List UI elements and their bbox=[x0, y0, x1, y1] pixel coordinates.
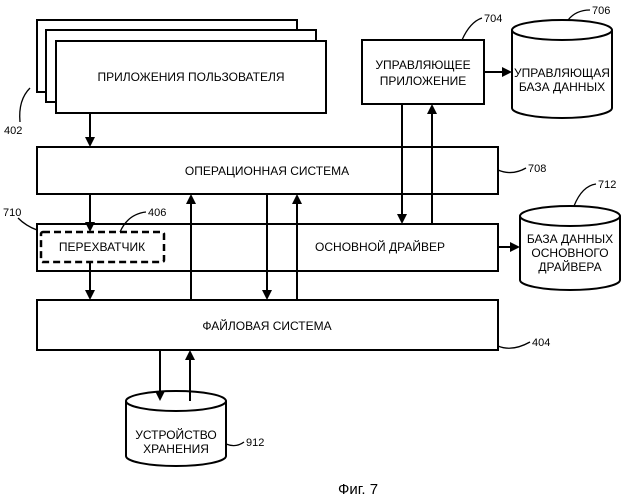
ref-402-leader bbox=[20, 88, 30, 122]
ref-912-leader bbox=[226, 442, 244, 446]
driver-db-cylinder: БАЗА ДАННЫХ ОСНОВНОГО ДРАЙВЕРА bbox=[520, 206, 620, 290]
ref-406: 406 bbox=[148, 207, 166, 219]
ref-402: 402 bbox=[4, 125, 22, 137]
user-apps-label: ПРИЛОЖЕНИЯ ПОЛЬЗОВАТЕЛЯ bbox=[97, 70, 284, 84]
storage-label-line2: ХРАНЕНИЯ bbox=[143, 442, 209, 456]
driver-db-label-line1: БАЗА ДАННЫХ bbox=[527, 232, 613, 246]
figure-caption: Фиг. 7 bbox=[338, 481, 378, 498]
user-apps-stack: ПРИЛОЖЕНИЯ ПОЛЬЗОВАТЕЛЯ bbox=[37, 20, 326, 113]
ref-404-leader bbox=[498, 342, 530, 348]
ref-708-leader bbox=[498, 168, 526, 173]
managing-db-cylinder: УПРАВЛЯЮЩАЯ БАЗА ДАННЫХ bbox=[512, 20, 612, 118]
file-system-label: ФАЙЛОВАЯ СИСТЕМА bbox=[202, 318, 331, 333]
storage-top bbox=[126, 391, 226, 411]
driver-db-label-line3: ДРАЙВЕРА bbox=[538, 259, 601, 274]
managing-app-box bbox=[362, 40, 484, 104]
managing-app-label-line2: ПРИЛОЖЕНИЕ bbox=[380, 74, 467, 88]
storage-cylinder: УСТРОЙСТВО ХРАНЕНИЯ bbox=[126, 391, 226, 466]
managing-db-label-line2: БАЗА ДАННЫХ bbox=[519, 80, 605, 94]
ref-404: 404 bbox=[532, 337, 550, 349]
ref-712-leader bbox=[574, 184, 596, 206]
ref-704-leader bbox=[462, 18, 482, 40]
managing-db-label-line1: УПРАВЛЯЮЩАЯ bbox=[514, 66, 610, 80]
driver-db-top bbox=[520, 206, 620, 226]
ref-710: 710 bbox=[3, 207, 21, 219]
managing-app-label-line1: УПРАВЛЯЮЩЕЕ bbox=[375, 58, 470, 72]
ref-706-leader bbox=[568, 10, 590, 20]
storage-label-line1: УСТРОЙСТВО bbox=[135, 427, 216, 442]
ref-912: 912 bbox=[246, 437, 264, 449]
ref-706: 706 bbox=[592, 5, 610, 17]
ref-712: 712 bbox=[598, 179, 616, 191]
ref-710-leader bbox=[18, 218, 37, 230]
main-driver-label: ОСНОВНОЙ ДРАЙВЕР bbox=[315, 239, 445, 254]
driver-db-label-line2: ОСНОВНОГО bbox=[531, 246, 608, 260]
managing-db-top bbox=[512, 20, 612, 40]
ref-708: 708 bbox=[528, 163, 546, 175]
interceptor-label: ПЕРЕХВАТЧИК bbox=[59, 240, 145, 254]
os-label: ОПЕРАЦИОННАЯ СИСТЕМА bbox=[185, 164, 349, 178]
ref-704: 704 bbox=[484, 13, 502, 25]
